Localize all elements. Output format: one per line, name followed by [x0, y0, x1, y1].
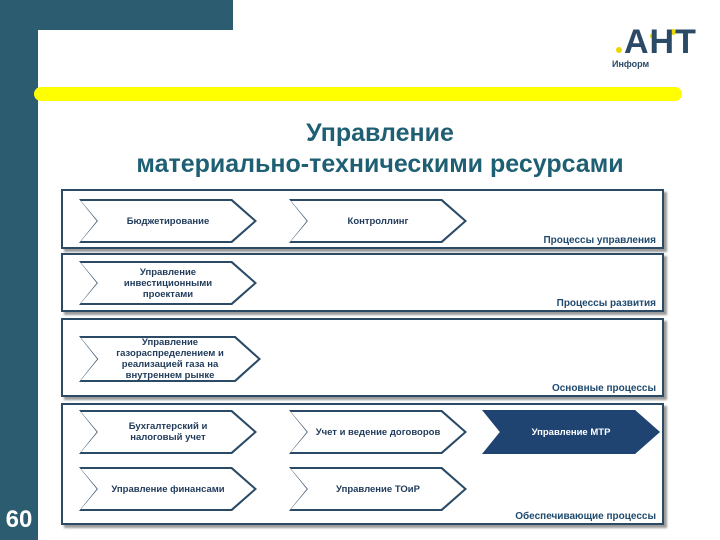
process-label: Управление инвестиционными проектами — [123, 266, 213, 300]
logo-dot-icon — [650, 33, 656, 39]
process-investment-projects[interactable]: Управление инвестиционными проектами — [79, 261, 257, 305]
process-label: Управление финансами — [111, 483, 225, 495]
group-label: Процессы развития — [556, 298, 656, 309]
accent-line — [34, 87, 682, 101]
title-line-1: Управление — [306, 119, 454, 147]
top-header-bar — [0, 0, 233, 30]
process-label: Контроллинг — [347, 215, 409, 227]
process-label: Бюджетирование — [126, 215, 210, 227]
logo-dot-icon — [670, 29, 676, 35]
process-mtr-management[interactable]: Управление МТР — [482, 410, 660, 454]
content-corner — [38, 30, 78, 70]
process-label: Управление газораспределением и реализац… — [116, 337, 224, 381]
process-contracts[interactable]: Учет и ведение договоров — [289, 410, 467, 454]
process-finance[interactable]: Управление финансами — [79, 467, 257, 511]
page-number: 60 — [5, 506, 33, 533]
process-label: Управление ТОиР — [336, 483, 420, 495]
process-budgeting[interactable]: Бюджетирование — [79, 199, 257, 243]
group-core-processes: Управление газораспределением и реализац… — [61, 318, 664, 397]
process-label: Бухгалтерский и налоговый учет — [128, 421, 208, 443]
group-supporting-processes: Бухгалтерский и налоговый учет Учет и ве… — [61, 403, 664, 525]
page-title: Управление материально-техническими ресу… — [80, 118, 680, 180]
group-management-processes: Бюджетирование Контроллинг Процессы упра… — [61, 189, 664, 249]
left-sidebar-bar — [0, 0, 38, 540]
process-maintenance[interactable]: Управление ТОиР — [289, 467, 467, 511]
group-development-processes: Управление инвестиционными проектами Про… — [61, 253, 664, 312]
logo-text: АНТ — [624, 23, 697, 61]
process-gas-distribution[interactable]: Управление газораспределением и реализац… — [79, 336, 261, 382]
group-label: Обеспечивающие процессы — [515, 511, 656, 522]
title-line-2: материально-техническими ресурсами — [136, 150, 624, 178]
company-logo: АНТ Информ — [610, 23, 700, 75]
group-label: Процессы управления — [543, 235, 656, 246]
process-accounting-tax[interactable]: Бухгалтерский и налоговый учет — [79, 410, 257, 454]
process-controlling[interactable]: Контроллинг — [289, 199, 467, 243]
group-label: Основные процессы — [551, 383, 656, 394]
logo-dot-icon — [616, 47, 622, 53]
logo-subtitle: Информ — [612, 59, 650, 69]
process-label: Учет и ведение договоров — [315, 426, 441, 438]
process-label: Управление МТР — [531, 426, 611, 438]
